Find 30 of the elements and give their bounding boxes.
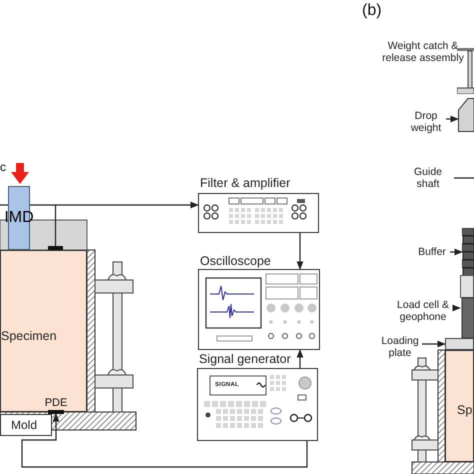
callout-label: Buffer <box>414 245 450 259</box>
arrow <box>422 340 446 348</box>
instrument-label: Filter & amplifier <box>200 176 290 190</box>
loading-plate <box>445 338 474 350</box>
callout-label: Drop weight <box>406 108 446 136</box>
panel-label: (b) <box>362 2 382 20</box>
buffer-stack <box>462 228 474 276</box>
sensor-bar <box>48 246 63 250</box>
callout-label: Loading plate <box>378 332 422 362</box>
arrow <box>296 233 304 270</box>
callout-label: Weight catch & release assembly <box>378 38 468 66</box>
specimen-block <box>445 350 474 462</box>
arrow <box>21 413 308 468</box>
load-cell <box>460 275 474 338</box>
arrow <box>452 304 461 312</box>
specimen-label: Sp <box>457 403 472 417</box>
arrow <box>450 248 463 256</box>
cut-label: c <box>0 160 6 174</box>
arrow <box>54 202 199 246</box>
specimen-label: Specimen <box>1 329 57 343</box>
arrow <box>446 116 459 122</box>
leader-line <box>454 177 474 179</box>
mold-label-box: Mold <box>0 414 52 436</box>
arrow <box>296 349 304 368</box>
callout-label: Load cell & geophone <box>392 296 454 326</box>
sensor-label: PDE <box>44 397 68 409</box>
drop-weight <box>458 98 474 132</box>
instrument-label: Signal generator <box>199 352 291 366</box>
specimen-block <box>0 250 87 412</box>
instrument-label: Oscilloscope <box>200 254 271 268</box>
